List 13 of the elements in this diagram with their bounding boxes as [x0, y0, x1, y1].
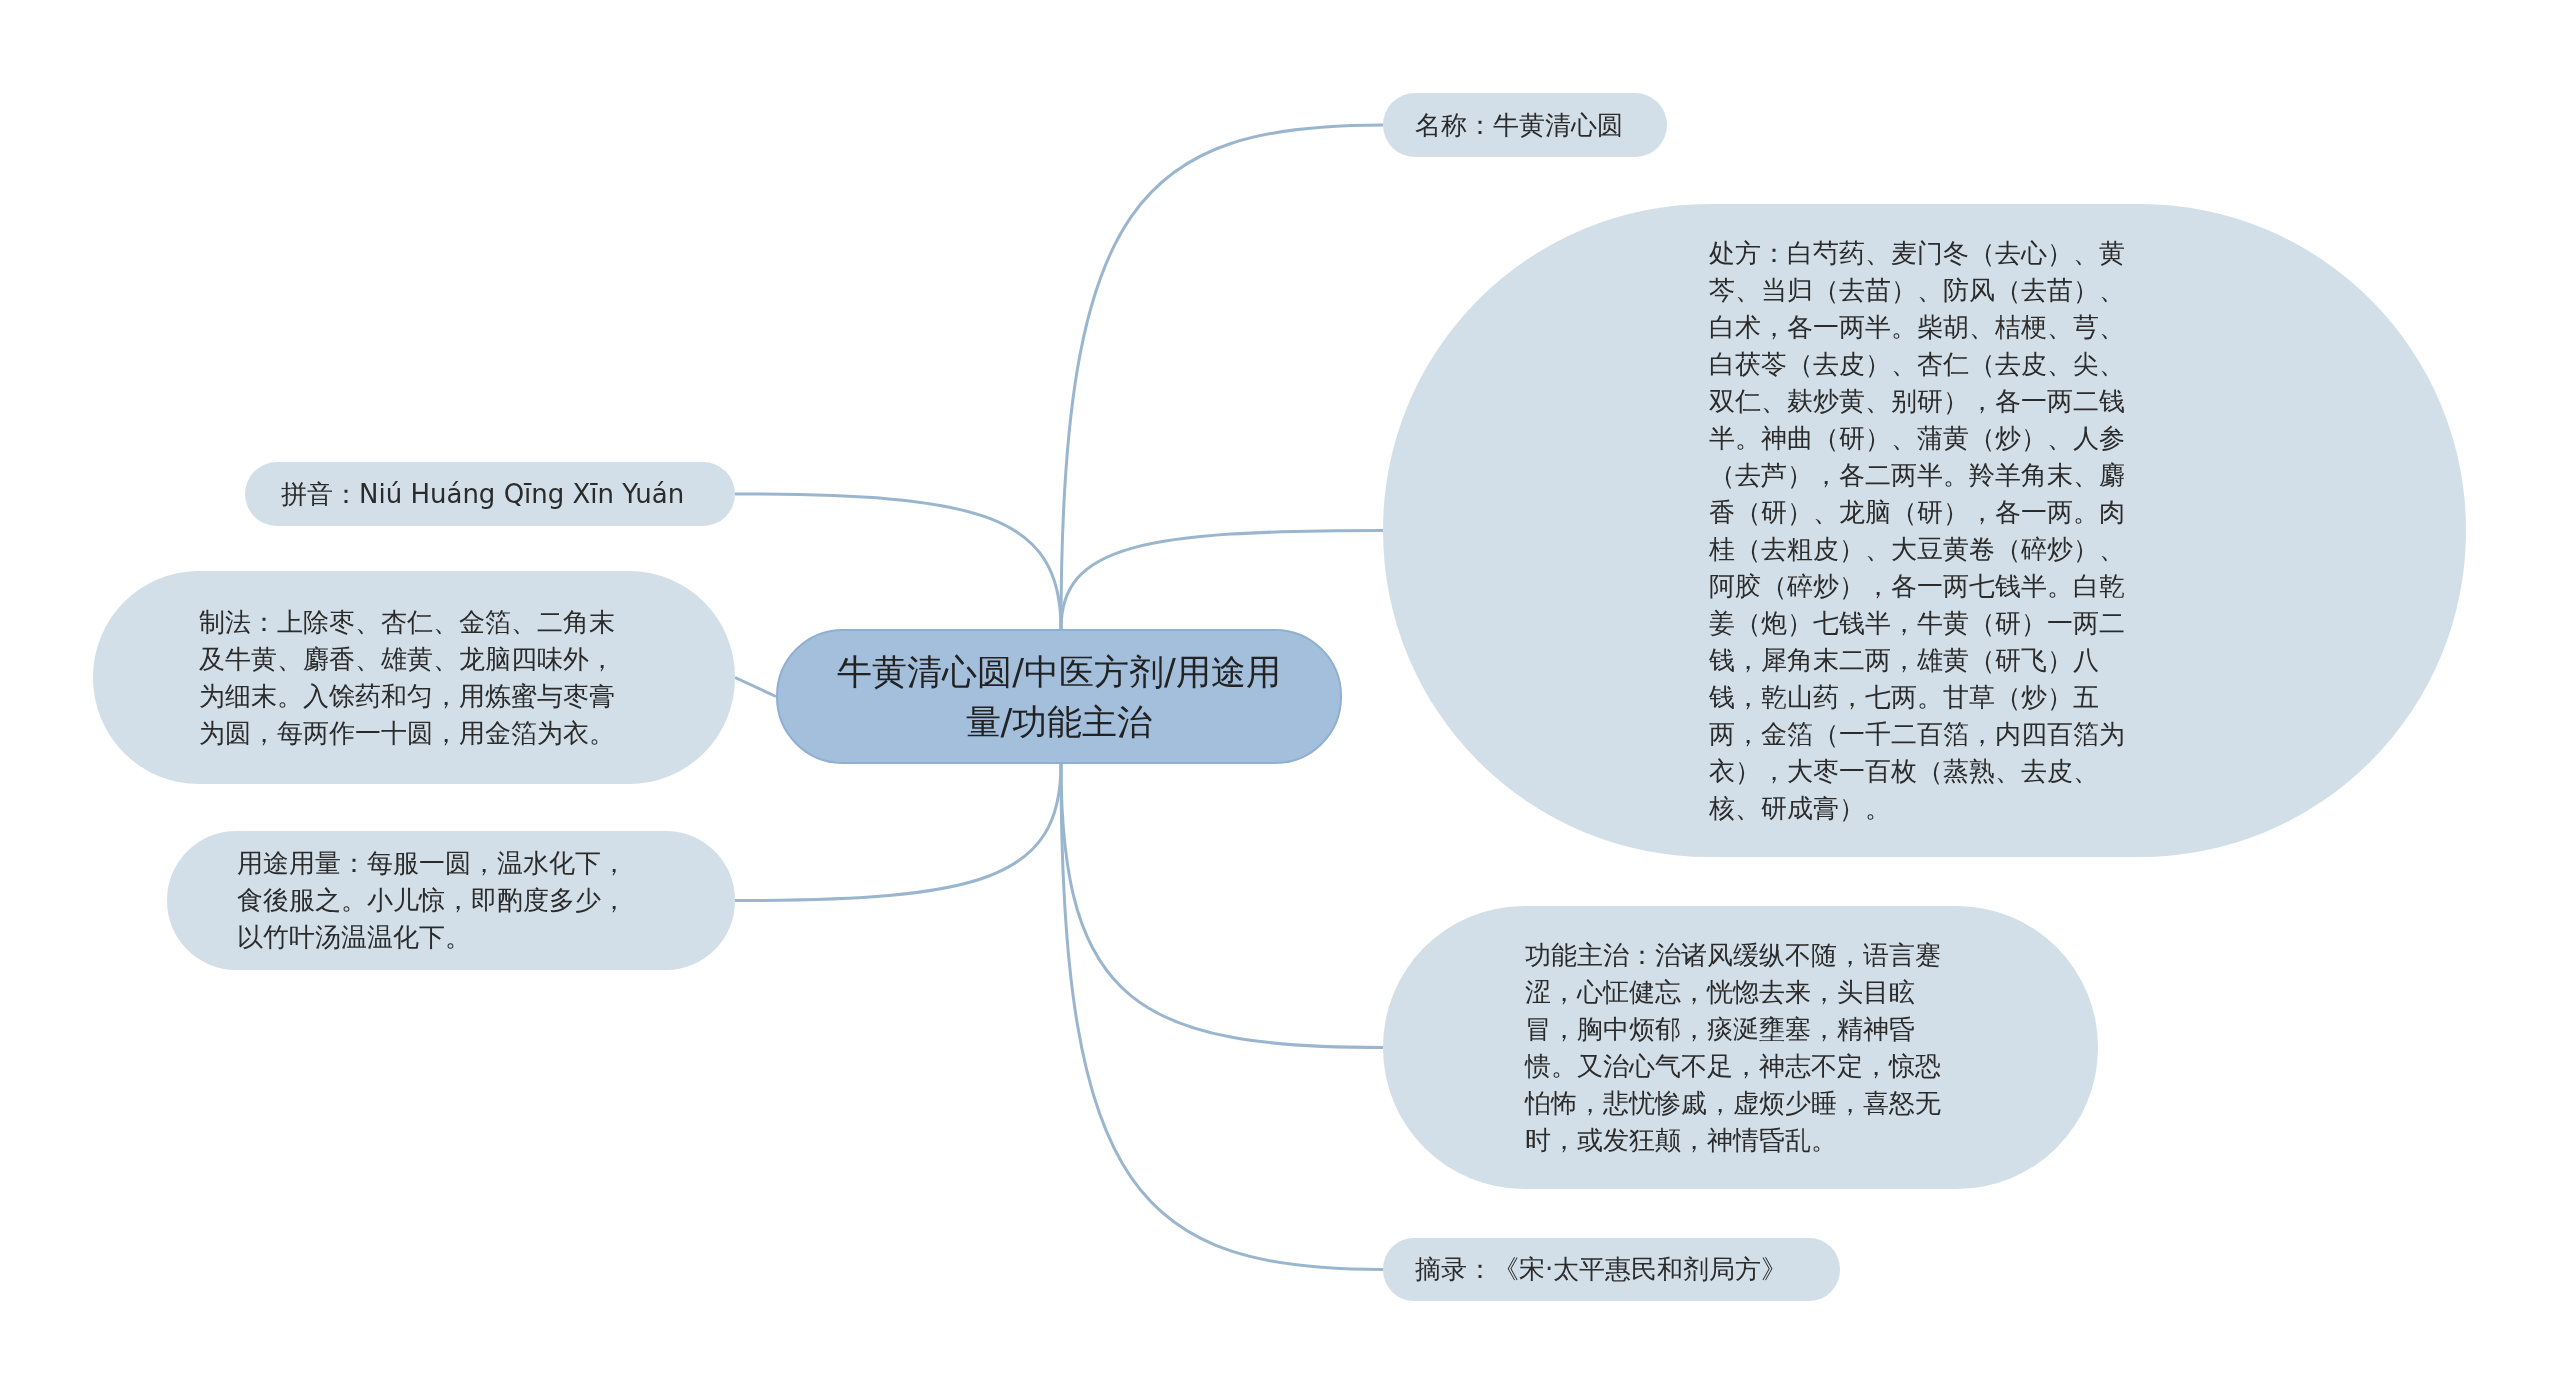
connector-line [734, 676, 777, 698]
connector-line [735, 763, 1063, 902]
topic-bubble: 拼音：Niú Huáng Qīng Xīn Yuán [245, 462, 735, 526]
topic-bubble: 用途用量：每服一圆，温水化下，食後服之。小儿惊，即酌度多少，以竹叶汤温温化下。 [167, 831, 735, 970]
topic-bubble: 制法：上除枣、杏仁、金箔、二角末及牛黄、麝香、雄黄、龙脑四味外，为细末。入馀药和匀，用炼蜜与枣膏为圆，每两作一十圆，用金箔为衣。 [93, 571, 735, 784]
topic-bubble: 摘录：《宋·太平惠民和剂局方》 [1383, 1238, 1840, 1301]
connector-line [735, 492, 1063, 630]
topic-bubble: 功能主治：治诸风缓纵不随，语言蹇涩，心怔健忘，恍惚去来，头目眩冒，胸中烦郁，痰涎壅塞，精神昏愦。又治心气不足，神志不定，惊恐怕怖，悲忧惨戚，虚烦少睡，喜怒无时，或发狂颠，神情昏乱。 [1383, 906, 2098, 1189]
central-topic-bubble: 牛黄清心圆/中医方剂/用途用量/功能主治 [776, 629, 1342, 764]
connector-line [1059, 529, 1383, 630]
connector-line [1059, 763, 1384, 1271]
topic-bubble: 名称：牛黄清心圆 [1383, 93, 1667, 157]
topic-bubble: 处方：白芍药、麦门冬（去心）、黄芩、当归（去苗）、防风（去苗）、白术，各一两半。柴胡、桔梗、芎、白茯苓（去皮）、杏仁（去皮、尖、双仁、麸炒黄、别研），各一两二钱半。神曲（研）、蒲黄（炒）、人参（去芦），各二两半。羚羊角末、麝香（研）、龙脑（研），各一两。肉桂（去粗皮）、大豆黄卷（碎炒）、阿胶（碎炒），各一两七钱半。白乾姜（炮）七钱半，牛黄（研）一两二钱，犀角末二两，雄黄（研飞）八钱，乾山药，七两。甘草（炒）五两，金箔（一千二百箔，内四百箔为衣），大枣一百枚（蒸熟、去皮、核、研成膏）。 [1383, 204, 2466, 857]
